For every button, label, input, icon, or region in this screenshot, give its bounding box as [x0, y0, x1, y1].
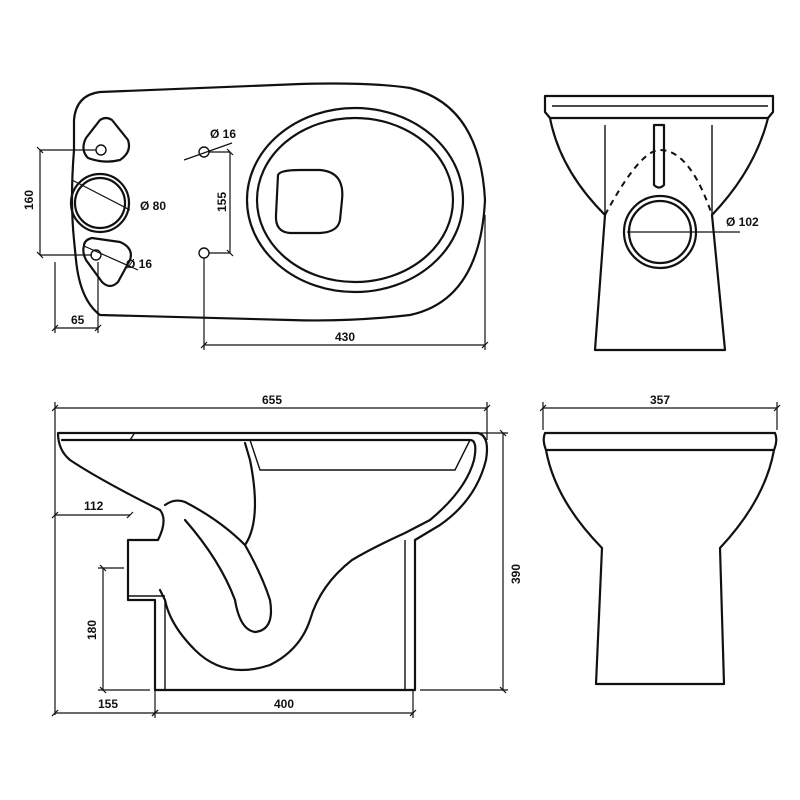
front-view-body [544, 448, 776, 686]
rear-view: Ø 102 [543, 94, 775, 352]
dim-180-label: 180 [85, 620, 99, 640]
dim-357-label: 357 [650, 393, 670, 407]
dim-155-side-label: 155 [98, 697, 118, 711]
side-view-trap [163, 441, 273, 634]
dim-430-label: 430 [335, 330, 355, 344]
bowl-inner-rim [255, 116, 455, 284]
dim-160-label: 160 [22, 190, 36, 210]
front-view-rim [542, 431, 778, 452]
rear-view-body [548, 116, 770, 352]
dim-112-label: 112 [84, 499, 104, 513]
dia-80-label: Ø 80 [140, 199, 166, 213]
fixing-lug-top [82, 116, 131, 163]
rear-view-rim [543, 94, 775, 120]
inlet-80-outer [69, 172, 131, 234]
side-view: 655 112 180 390 155 400 [51, 393, 523, 718]
top-view-outline [70, 82, 487, 322]
dim-65-label: 65 [71, 313, 85, 327]
dim-155-label: 155 [215, 192, 229, 212]
side-view-outline [56, 431, 489, 692]
dim-655-label: 655 [262, 393, 282, 407]
inlet-80-inner [73, 176, 127, 230]
bowl-drain-opening [274, 168, 344, 235]
dia-16-bottom-label: Ø 16 [126, 257, 152, 271]
rear-view-flush-slot [652, 123, 666, 189]
top-view: 160 155 Ø 80 Ø 16 Ø 16 65 430 [22, 82, 489, 350]
side-view-rim-lip [62, 433, 471, 471]
seat-hole-bottom [198, 247, 210, 259]
bowl-outer-rim [245, 106, 465, 294]
fixing-hole-top [95, 144, 107, 156]
front-view: 357 [539, 393, 781, 686]
dim-390-label: 390 [509, 564, 523, 584]
fixing-lug-bottom [82, 236, 132, 288]
side-view-bowl [60, 438, 477, 672]
rear-view-hidden-line [604, 148, 713, 216]
dia-102-label: Ø 102 [726, 215, 759, 229]
dim-400-label: 400 [274, 697, 294, 711]
dia-16-top-label: Ø 16 [210, 127, 236, 141]
